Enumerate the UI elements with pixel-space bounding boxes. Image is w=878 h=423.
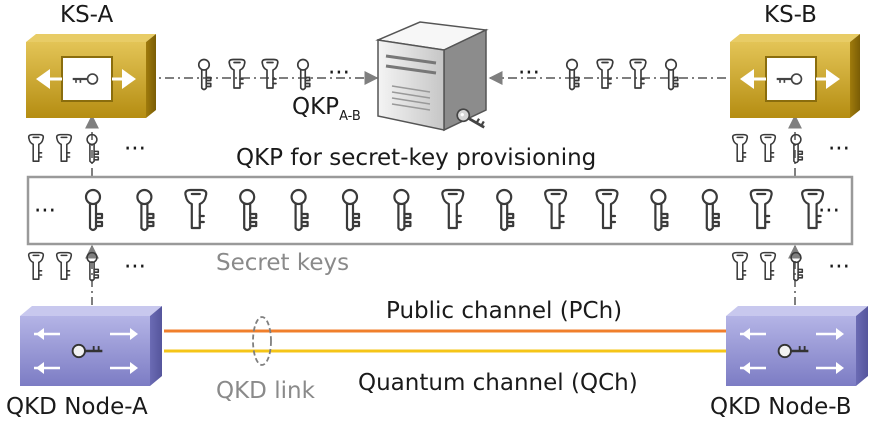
skeleton-key-icon (239, 188, 258, 232)
ornate-key-icon (184, 188, 208, 230)
skeleton-key-icon (496, 188, 515, 232)
ornate-key-icon (731, 251, 749, 280)
key-icon (776, 73, 803, 85)
skeleton-key-icon (86, 133, 100, 164)
ornate-key-icon (759, 251, 777, 280)
skeleton-key-icon (393, 188, 412, 232)
ellipsis-right-low: ··· (828, 254, 850, 280)
ornate-key-icon (27, 133, 45, 162)
ellipsis-pool-left: ··· (34, 198, 56, 224)
ornate-key-icon (55, 251, 73, 280)
ornate-key-icon (228, 58, 246, 89)
key-pool-keys (84, 188, 825, 232)
qkd-node-b-box (726, 306, 868, 386)
ornate-key-icon (55, 133, 73, 162)
quantum-channel-label: Quantum channel (QCh) (358, 370, 638, 396)
key-icon (777, 343, 809, 359)
key-icon (71, 343, 103, 359)
ornate-key-icon (596, 58, 614, 89)
ks-b-label: KS-B (764, 2, 817, 28)
skeleton-key-icon (650, 188, 669, 232)
skeleton-key-icon (790, 133, 804, 164)
server-key-icon (456, 108, 485, 129)
skeleton-key-icon (290, 188, 309, 232)
skeleton-key-icon (664, 58, 679, 91)
skeleton-key-icon (136, 188, 155, 232)
ellipsis-right-top: ··· (518, 60, 540, 86)
ks-a-box (26, 34, 156, 118)
ornate-key-icon (629, 58, 647, 89)
qkp-label-main: QKP (292, 94, 340, 120)
skeleton-key-icon (296, 58, 311, 91)
ornate-key-icon (749, 188, 773, 230)
skeleton-key-icon (86, 251, 100, 282)
skeleton-key-icon (84, 188, 104, 232)
key-icon (72, 73, 99, 85)
qkd-link-label: QKD link (216, 378, 315, 404)
ornate-key-icon (441, 188, 465, 230)
ornate-key-icon (759, 133, 777, 162)
ellipsis-pool-right: ··· (818, 198, 840, 224)
skeleton-key-icon (197, 58, 212, 91)
small-key-groups (27, 58, 804, 282)
ornate-key-icon (544, 188, 568, 230)
skeleton-key-icon (565, 58, 580, 91)
ornate-key-icon (27, 251, 45, 280)
qkp-label: QKPA-B (292, 94, 361, 124)
secret-keys-label: Secret keys (216, 250, 350, 276)
ornate-key-icon (731, 133, 749, 162)
qkd-link-ellipse (252, 316, 272, 366)
key-pool-frame (26, 175, 854, 246)
qkd-node-b-label: QKD Node-B (710, 394, 852, 420)
ornate-key-icon (261, 58, 279, 89)
skeleton-key-icon (701, 188, 720, 232)
provisioning-title: QKP for secret-key provisioning (236, 145, 597, 171)
qkd-node-a-box (20, 306, 162, 386)
qkd-node-a-label: QKD Node-A (6, 394, 148, 420)
ks-a-label: KS-A (60, 2, 114, 28)
ks-b-box (730, 34, 860, 118)
ornate-key-icon (801, 188, 825, 230)
ellipsis-left-mid: ··· (124, 136, 146, 162)
ellipsis-left-low: ··· (124, 254, 146, 280)
qkp-label-subscript: A-B (339, 109, 361, 124)
ellipsis-left-top: ··· (328, 60, 350, 86)
qkp-server-icon (375, 21, 489, 132)
ornate-key-icon (595, 188, 619, 230)
ellipsis-right-mid: ··· (828, 136, 850, 162)
skeleton-key-icon (790, 251, 804, 282)
skeleton-key-icon (341, 188, 361, 232)
public-channel-label: Public channel (PCh) (386, 298, 623, 324)
